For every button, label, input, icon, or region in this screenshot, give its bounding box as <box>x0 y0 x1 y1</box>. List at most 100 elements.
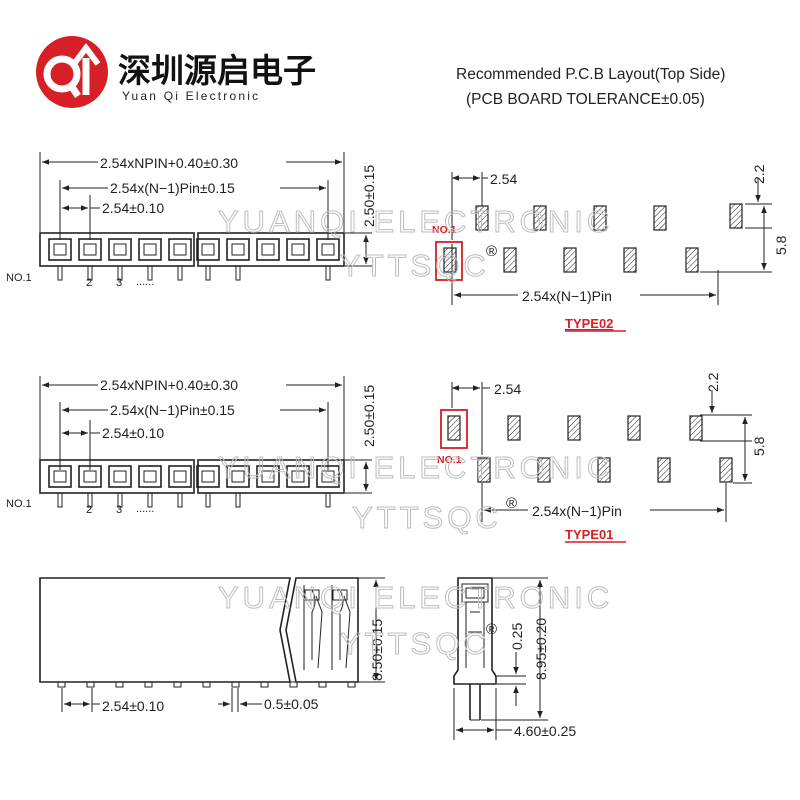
end-tail-dim: 0.25 <box>509 623 525 650</box>
side-pin <box>231 681 240 688</box>
pin-leg <box>177 265 183 281</box>
pin-leg <box>325 492 331 508</box>
side-pin <box>289 681 298 688</box>
pin-leg <box>325 265 331 281</box>
pin-leg <box>235 265 241 281</box>
pcb-pad <box>653 205 667 231</box>
pcb-pad <box>657 457 671 483</box>
pcb02-offset-dim: 2.2 <box>751 164 767 184</box>
pcb02-pin1-marker <box>435 241 463 281</box>
socket-cell <box>168 465 192 488</box>
socket-cell <box>108 465 132 488</box>
ellipsis-label: ...... <box>136 503 154 515</box>
side-height-dim: 8.50±0.15 <box>369 619 385 681</box>
pin-leg <box>147 265 153 281</box>
pcb-pad <box>503 247 517 273</box>
socket-cell <box>78 238 102 261</box>
socket-cell <box>138 465 162 488</box>
pin2-label: 2 <box>86 277 92 289</box>
pcb01-type-label: TYPE01 <box>565 527 613 542</box>
brand-name-en: Yuan Qi Electronic <box>122 89 260 103</box>
pcb01-pitch-dim: 2.54 <box>494 381 521 397</box>
watermark-line2: YTTSQC <box>340 626 490 661</box>
pcb01-pin-span-dim: 2.54x(N−1)Pin <box>532 503 622 519</box>
pcb-pad <box>597 457 611 483</box>
pin-leg <box>177 492 183 508</box>
socket-cell <box>168 238 192 261</box>
pcb-layout-type02: 2.54 2.2 5.8 2.54x(N−1)Pin NO.1 TYPE02 <box>432 164 789 332</box>
end-total-height-dim: 8.95±0.20 <box>533 618 549 680</box>
header-tolerance: (PCB BOARD TOLERANCE±0.05) <box>466 91 705 108</box>
pcb-pad <box>477 457 491 483</box>
pin-span-dim: 2.54x(N−1)Pin±0.15 <box>110 402 235 418</box>
top-view-type01: 2.54xNPIN+0.40±0.30 2.54x(N−1)Pin±0.15 2… <box>6 376 377 516</box>
side-pitch-dim: 2.54±0.10 <box>102 698 164 714</box>
side-pin <box>260 681 269 688</box>
watermark-line1: YUANQI ELECTRONIC <box>218 450 613 485</box>
side-view: 8.50±0.15 2.54±0.10 0.5±0.05 <box>39 577 385 714</box>
pcb-pad <box>443 247 457 273</box>
brand-logo <box>36 36 108 108</box>
socket-cell <box>286 465 310 488</box>
socket-cell <box>196 465 220 488</box>
pcb-pad <box>623 247 637 273</box>
socket-cell <box>316 238 340 261</box>
pin-leg <box>117 265 123 281</box>
watermark-line2: YTTSQC <box>340 248 490 283</box>
socket-cell <box>48 465 72 488</box>
pcb02-pitch-dim: 2.54 <box>490 171 517 187</box>
pcb01-row-spacing-dim: 5.8 <box>751 436 767 456</box>
pcb02-type-label: TYPE02 <box>565 316 613 331</box>
pcb02-pin1-label: NO.1 <box>432 224 457 236</box>
pcb01-pin1-label: NO.1 <box>437 454 462 466</box>
pin-leg <box>235 492 241 508</box>
side-pin-width-dim: 0.5±0.05 <box>264 696 319 712</box>
socket-cell <box>226 238 250 261</box>
side-pin <box>144 681 153 688</box>
pcb02-pin-span-dim: 2.54x(N−1)Pin <box>522 288 612 304</box>
pin-leg <box>147 492 153 508</box>
pcb02-row-spacing-dim: 5.8 <box>773 235 789 255</box>
side-pin <box>318 681 327 688</box>
watermark-registered-mark: ® <box>506 495 517 512</box>
pitch-dim: 2.54±0.10 <box>102 200 164 216</box>
overall-length-dim: 2.54xNPIN+0.40±0.30 <box>100 377 238 393</box>
socket-cell <box>196 238 220 261</box>
pcb01-pin1-marker <box>440 409 468 449</box>
pcb-layout-type01: 2.54 2.2 5.8 2.54x(N−1)Pin NO.1 TYPE01 <box>437 372 767 543</box>
socket-cell <box>316 465 340 488</box>
pcb01-offset-dim: 2.2 <box>705 372 721 392</box>
pin3-label: 3 <box>116 504 122 516</box>
socket-cell <box>256 465 280 488</box>
pcb-pad <box>593 205 607 231</box>
pin-leg <box>87 492 93 508</box>
side-pin <box>202 681 211 688</box>
watermark: YUANQI ELECTRONIC YTTSQC ® YUANQI ELECTR… <box>218 204 613 662</box>
pin-leg <box>57 492 63 508</box>
end-width-dim: 4.60±0.25 <box>514 723 576 739</box>
pcb-pad <box>719 457 733 483</box>
watermark-line1: YUANQI ELECTRONIC <box>218 204 613 239</box>
socket-cell <box>108 238 132 261</box>
header-title: Recommended P.C.B Layout(Top Side) <box>456 66 725 83</box>
socket-cell <box>226 465 250 488</box>
pcb-pad <box>689 415 703 441</box>
side-pin <box>57 681 66 688</box>
watermark-registered-mark: ® <box>486 243 497 260</box>
height-dim: 2.50±0.15 <box>361 385 377 447</box>
watermark-registered-mark: ® <box>486 621 497 638</box>
ellipsis-label: ...... <box>136 276 154 288</box>
socket-cell <box>256 238 280 261</box>
pcb-pad <box>563 247 577 273</box>
pcb-pad <box>507 415 521 441</box>
side-pin <box>347 681 356 688</box>
pin-leg <box>205 492 211 508</box>
brand-name-cn: 深圳源启电子 <box>118 51 316 90</box>
pcb-pad <box>627 415 641 441</box>
pitch-dim: 2.54±0.10 <box>102 425 164 441</box>
overall-length-dim: 2.54xNPIN+0.40±0.30 <box>100 155 238 171</box>
pin3-label: 3 <box>116 277 122 289</box>
pcb-pad <box>537 457 551 483</box>
watermark-line1: YUANQI ELECTRONIC <box>218 580 613 615</box>
